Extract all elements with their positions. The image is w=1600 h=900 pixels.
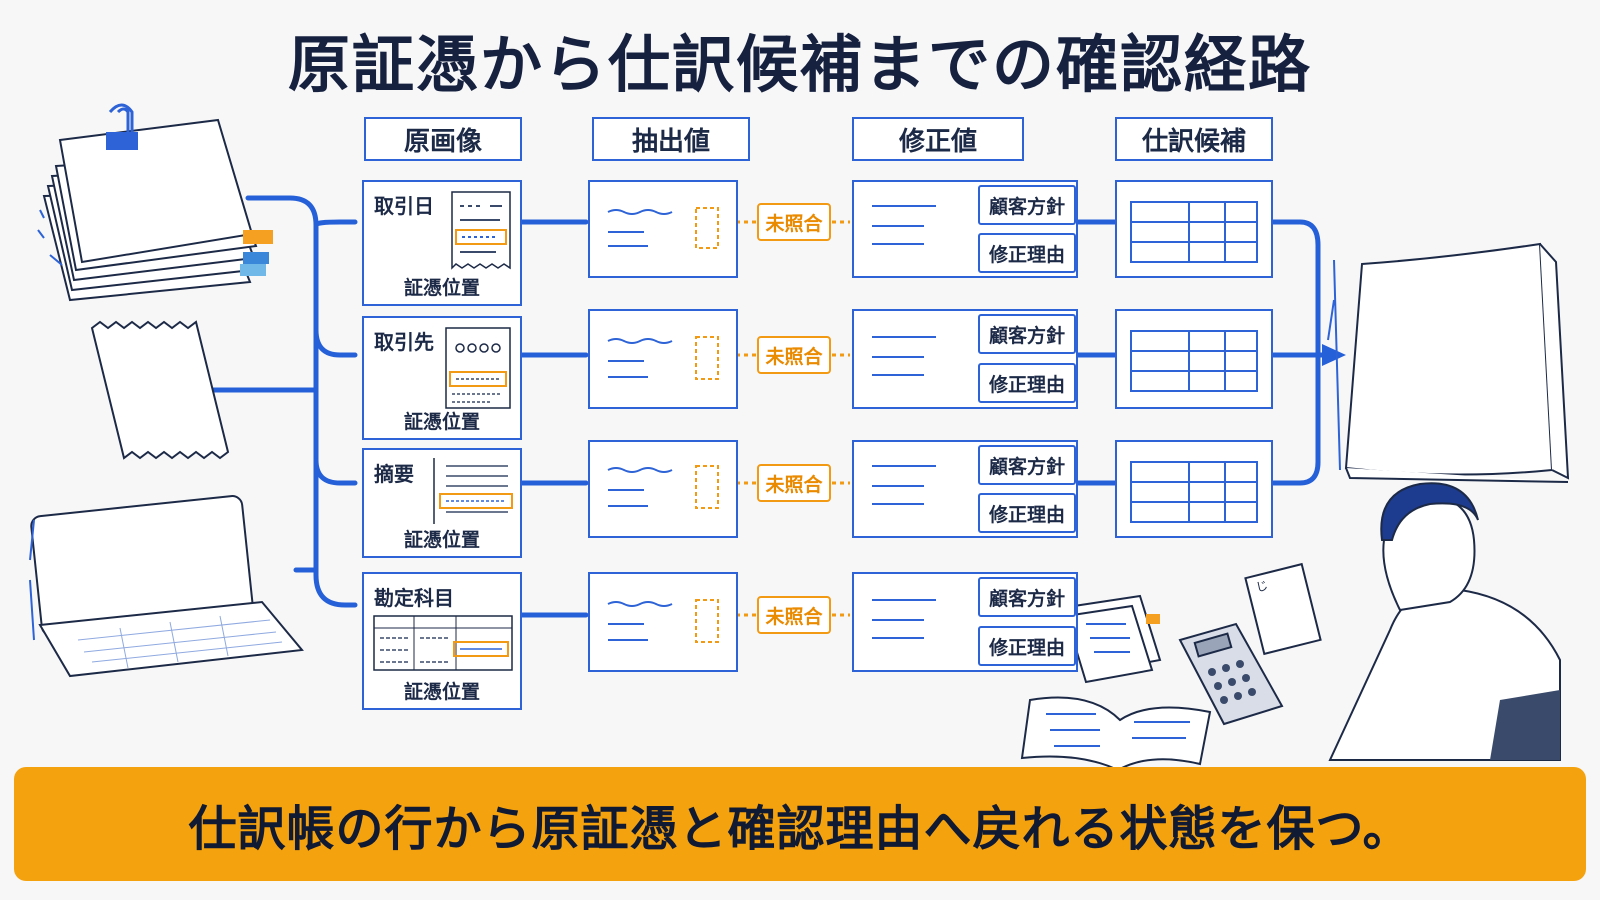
- source-box-account: 勘定科目 証憑位置: [362, 572, 522, 710]
- unmatched-badge: 未照合: [757, 464, 831, 502]
- source-label: 勘定科目: [374, 586, 454, 610]
- extracted-box-2: [588, 309, 738, 409]
- unmatched-badge: 未照合: [757, 336, 831, 374]
- corrected-value-lines: [872, 336, 936, 376]
- summary-banner: 仕訳帳の行から原証憑と確認理由へ戻れる状態を保つ。: [14, 767, 1586, 881]
- accountant-illustration: じ: [1020, 482, 1561, 772]
- main-bus-line: [245, 195, 358, 608]
- receipt-snippet-icon: [445, 327, 511, 409]
- tag-correction-reason: 修正理由: [978, 233, 1076, 273]
- held-receipt-text: じ: [1254, 578, 1269, 594]
- candidate-table-icon: [1130, 201, 1258, 263]
- tag-customer-policy: 顧客方針: [978, 577, 1076, 617]
- source-position-label: 証憑位置: [403, 681, 480, 703]
- document-snippet-icon: [433, 458, 513, 524]
- ledger-book-icon: [1327, 242, 1570, 483]
- laptop-icon: [29, 495, 304, 678]
- corrected-value-lines: [872, 599, 936, 639]
- summary-banner-text: 仕訳帳の行から原証憑と確認理由へ戻れる状態を保つ。: [188, 801, 1412, 857]
- page-title: 原証憑から仕訳候補までの確認経路: [287, 28, 1312, 101]
- tag-customer-policy: 顧客方針: [978, 314, 1076, 354]
- corrected-box-1: 顧客方針 修正理由: [852, 180, 1078, 278]
- corrected-value-lines: [872, 205, 936, 245]
- extracted-box-1: [588, 180, 738, 278]
- column-header-source-image: 原画像: [364, 117, 522, 161]
- paper-stack-icon: [37, 103, 273, 302]
- source-box-date: 取引日 証憑位置: [362, 180, 522, 306]
- row2-branch: [313, 327, 358, 358]
- source-box-vendor: 取引先 証憑位置: [362, 316, 522, 440]
- column-header-candidates: 仕訳候補: [1115, 117, 1273, 161]
- source-label: 取引先: [374, 330, 434, 354]
- tag-customer-policy: 顧客方針: [978, 445, 1076, 485]
- tag-correction-reason: 修正理由: [978, 493, 1076, 533]
- receipt-snippet-icon: [451, 191, 511, 270]
- candidate-table-icon: [1130, 461, 1258, 523]
- column-header-corrected: 修正値: [852, 117, 1024, 161]
- arrow-head-icon: [1322, 344, 1346, 366]
- extracted-box-3: [588, 440, 738, 538]
- ledger-snippet-icon: [373, 615, 513, 671]
- source-position-label: 証憑位置: [403, 277, 480, 299]
- extracted-value-lines: [607, 465, 719, 509]
- tag-customer-policy: 顧客方針: [978, 185, 1076, 225]
- extracted-value-lines: [607, 207, 719, 249]
- journal-candidate-box-2: [1115, 309, 1273, 409]
- extracted-value-lines: [607, 599, 719, 643]
- source-position-label: 証憑位置: [403, 411, 480, 433]
- extracted-value-lines: [607, 336, 719, 380]
- unmatched-badge: 未照合: [757, 596, 831, 634]
- tag-correction-reason: 修正理由: [978, 626, 1076, 666]
- unmatched-badge: 未照合: [757, 203, 831, 241]
- row3-branch: [313, 457, 358, 486]
- extracted-box-4: [588, 572, 738, 672]
- journal-candidate-box-3: [1115, 440, 1273, 538]
- source-label: 取引日: [374, 194, 434, 218]
- source-position-label: 証憑位置: [403, 529, 480, 551]
- column-header-extracted: 抽出値: [592, 117, 750, 161]
- corrected-box-3: 顧客方針 修正理由: [852, 440, 1078, 538]
- source-label: 摘要: [374, 462, 414, 486]
- receipt-icon: [90, 320, 230, 460]
- corrected-box-4: 顧客方針 修正理由: [852, 572, 1078, 672]
- journal-candidate-box-1: [1115, 180, 1273, 278]
- tag-correction-reason: 修正理由: [978, 363, 1076, 403]
- candidate-table-icon: [1130, 330, 1258, 392]
- corrected-value-lines: [872, 465, 936, 505]
- corrected-box-2: 顧客方針 修正理由: [852, 309, 1078, 409]
- source-box-description: 摘要 証憑位置: [362, 448, 522, 558]
- row1-branch: [313, 219, 358, 228]
